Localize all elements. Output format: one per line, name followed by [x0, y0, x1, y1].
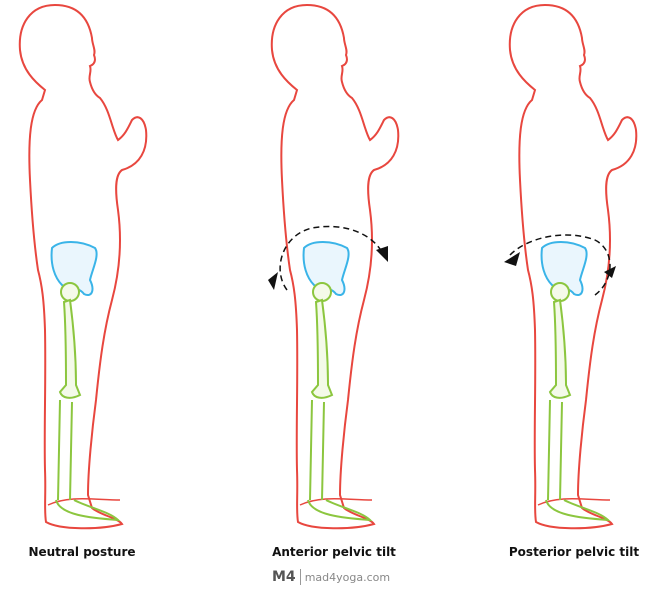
logo: M4 mad4yoga.com: [272, 569, 390, 585]
label-neutral-posture: Neutral posture: [28, 545, 136, 559]
arrow-head-icon: [604, 266, 616, 278]
logo-mark: M4: [272, 569, 301, 585]
logo-text: mad4yoga.com: [304, 570, 391, 584]
label-posterior-pelvic-tilt: Posterior pelvic tilt: [508, 545, 640, 559]
label-anterior-pelvic-tilt: Anterior pelvic tilt: [272, 545, 396, 559]
figure-posterior-tilt: [504, 4, 638, 530]
rotation-arrow-path: [509, 234, 611, 296]
figure-neutral: [18, 4, 148, 530]
figure-anterior-tilt: [268, 4, 400, 530]
arrow-head-icon: [504, 252, 520, 266]
arrow-head-icon: [376, 246, 388, 262]
rotation-arrow-path: [279, 225, 383, 291]
arrow-head-icon: [268, 272, 278, 290]
